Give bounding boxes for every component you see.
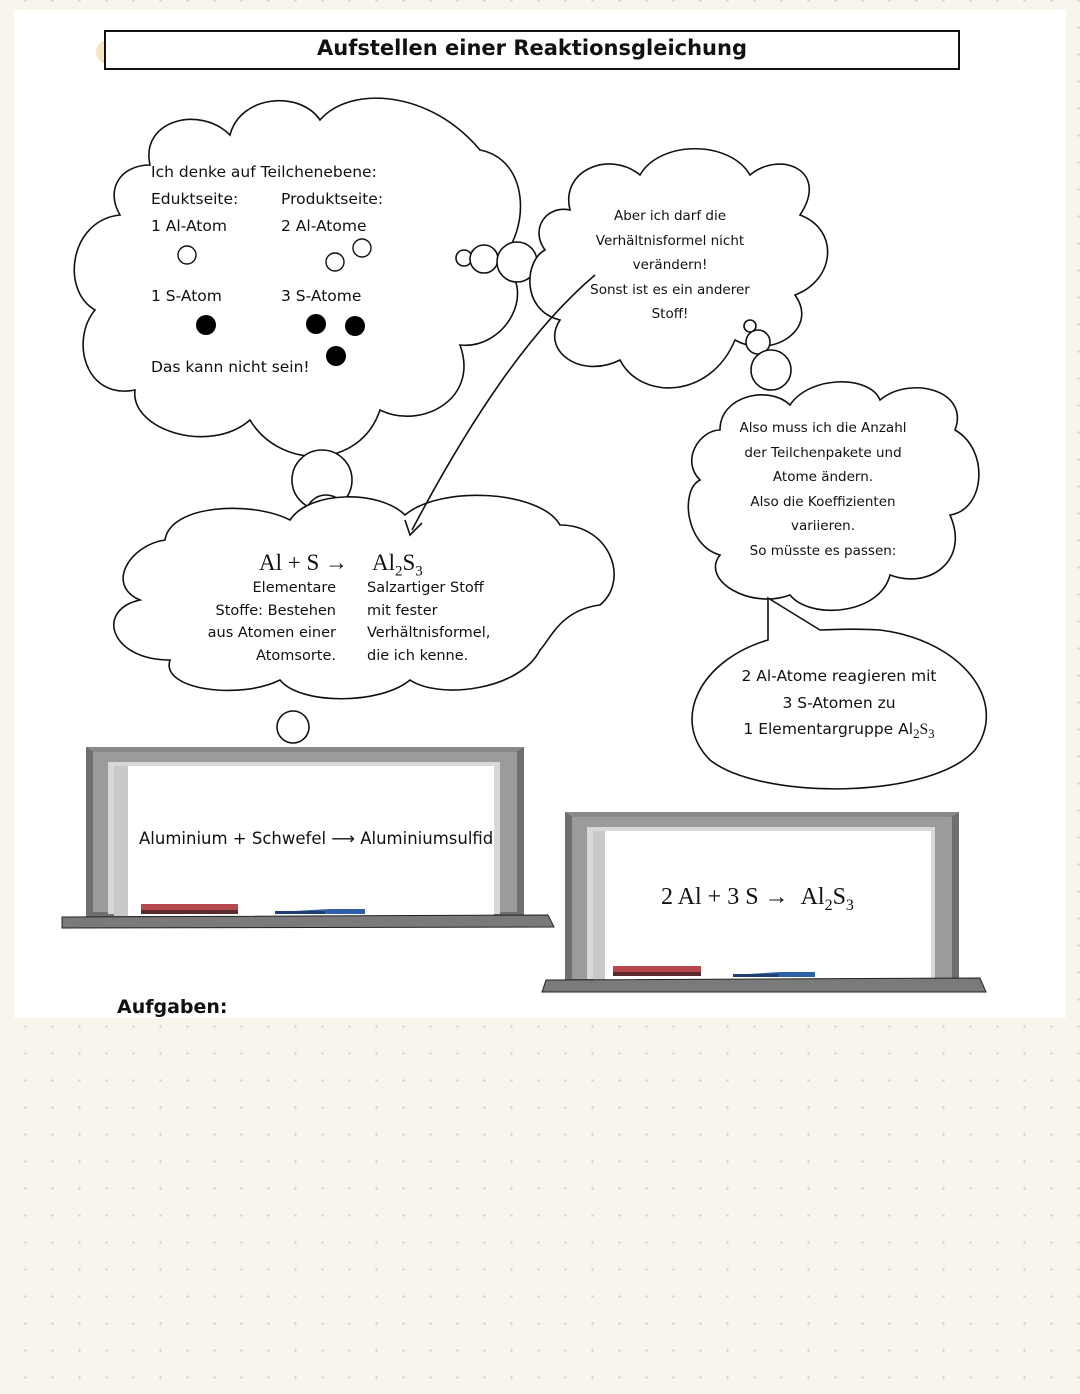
arrow <box>404 274 596 537</box>
s-atom-educt <box>196 315 216 335</box>
conclusion-text: Das kann nicht sein! <box>151 358 310 376</box>
thought-cloud-formula <box>529 148 829 391</box>
al-atom-educt <box>177 245 197 265</box>
formula-warning-text: Aber ich darf die Verhältnisformel nicht… <box>590 208 750 322</box>
s-atom-product-2 <box>345 316 365 336</box>
educt-label: Eduktseite: <box>151 190 239 208</box>
product-al-count: 2 Al-Atome <box>281 217 367 235</box>
coefficient-text: Also muss ich die Anzahl der Teilchenpak… <box>739 420 907 559</box>
al-atom-product-1 <box>325 252 345 272</box>
equation-left: Al + S → <box>259 550 349 575</box>
title-box <box>104 30 960 70</box>
al-atom-product-2 <box>352 238 372 258</box>
particle-heading: Ich denke auf Teilchenebene: <box>151 163 377 181</box>
educt-al-count: 1 Al-Atom <box>151 217 227 235</box>
salt-note: Salzartiger Stoff mit fester Verhältnisf… <box>367 580 491 664</box>
equation-right: Al2S3 <box>372 550 423 580</box>
page-title: Aufstellen einer Reaktionsgleichung <box>317 36 747 60</box>
result-text: 2 Al-Atome reagieren mit 3 S-Atomen zu 1… <box>741 667 937 742</box>
product-label: Produktseite: <box>281 190 384 208</box>
whiteboard-2 <box>541 812 987 993</box>
word-equation: Aluminium + Schwefel ⟶ Aluminiumsulfid <box>139 829 494 848</box>
balanced-equation: 2 Al + 3 S → Al2S3 <box>661 884 854 914</box>
whiteboard-1 <box>61 747 555 929</box>
tasks-heading: Aufgaben: <box>117 996 228 1018</box>
s-atom-product-3 <box>326 346 346 366</box>
product-s-count: 3 S-Atome <box>281 287 362 305</box>
speech-bubble-result <box>691 596 988 790</box>
elements-note: Elementare Stoffe: Bestehen aus Atomen e… <box>207 580 336 664</box>
s-atom-product-1 <box>306 314 326 334</box>
thought-cloud-coefficients <box>687 381 980 612</box>
educt-s-count: 1 S-Atom <box>151 287 222 305</box>
